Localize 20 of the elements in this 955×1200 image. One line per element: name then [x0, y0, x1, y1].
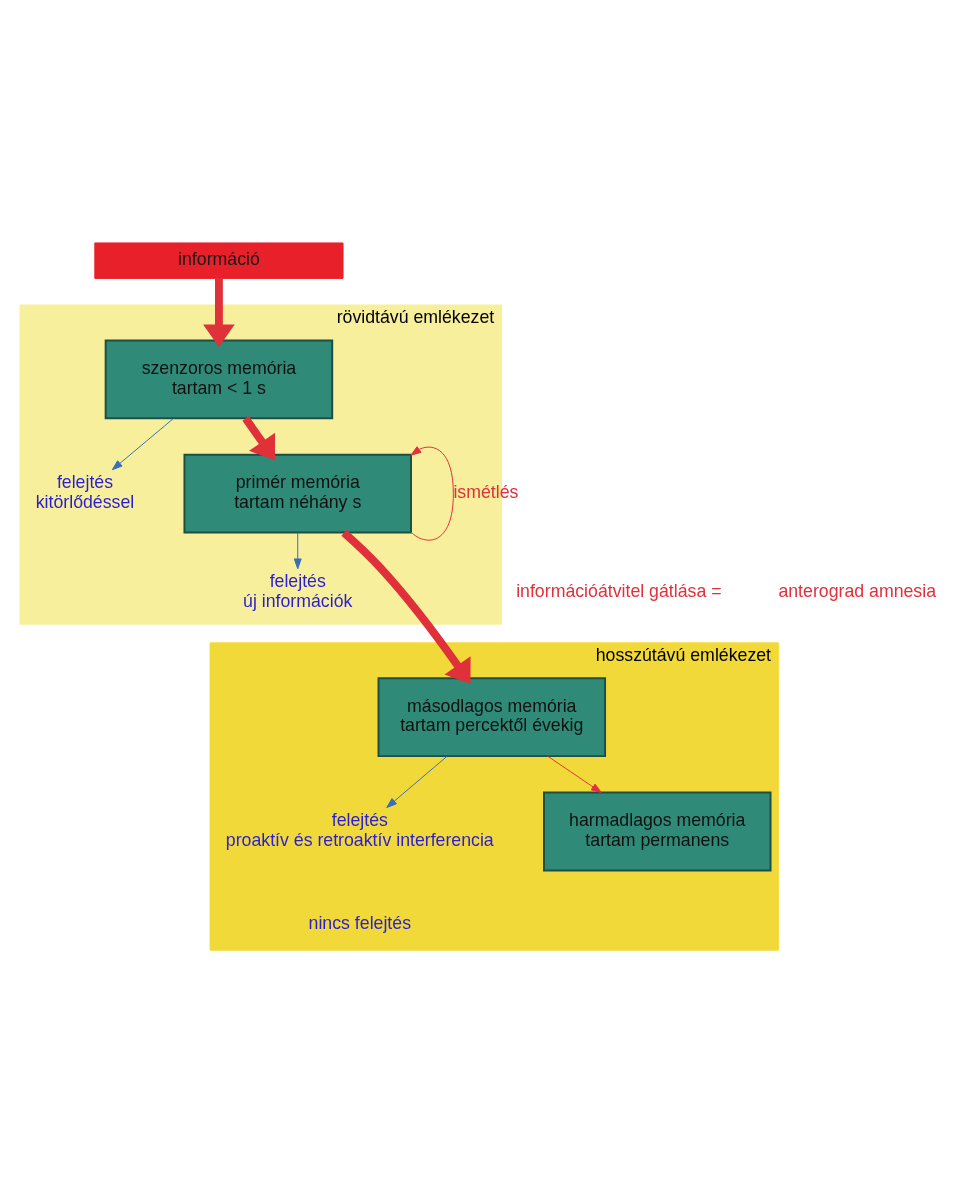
node-text: felejtés proaktív és retroaktív interferencia	[225, 809, 494, 850]
node-box: primér memória tartam néhány s	[183, 453, 412, 533]
arrow	[386, 755, 448, 808]
node-box: harmadlagos memória tartam permanens	[543, 791, 772, 871]
node-box: szenzoros memória tartam < 1 s	[104, 338, 334, 419]
arrow	[547, 755, 602, 793]
node-text: felejtés kitörlődéssel	[35, 471, 135, 512]
label: információátvitel gátlása =	[516, 580, 722, 601]
node-box: információ	[94, 241, 344, 279]
arrow	[341, 529, 471, 684]
edge-label: ismétlés	[453, 481, 519, 502]
label: nincs felejtés	[308, 912, 412, 933]
label: anterograd amnesia	[778, 580, 937, 601]
arrow	[242, 415, 276, 460]
arrow	[203, 278, 235, 347]
arrow	[410, 445, 454, 541]
node-text: felejtés új információk	[243, 570, 353, 611]
node-box: másodlagos memória tartam percektől évekig	[377, 676, 607, 757]
arrow	[111, 417, 175, 470]
arrow	[293, 531, 302, 569]
